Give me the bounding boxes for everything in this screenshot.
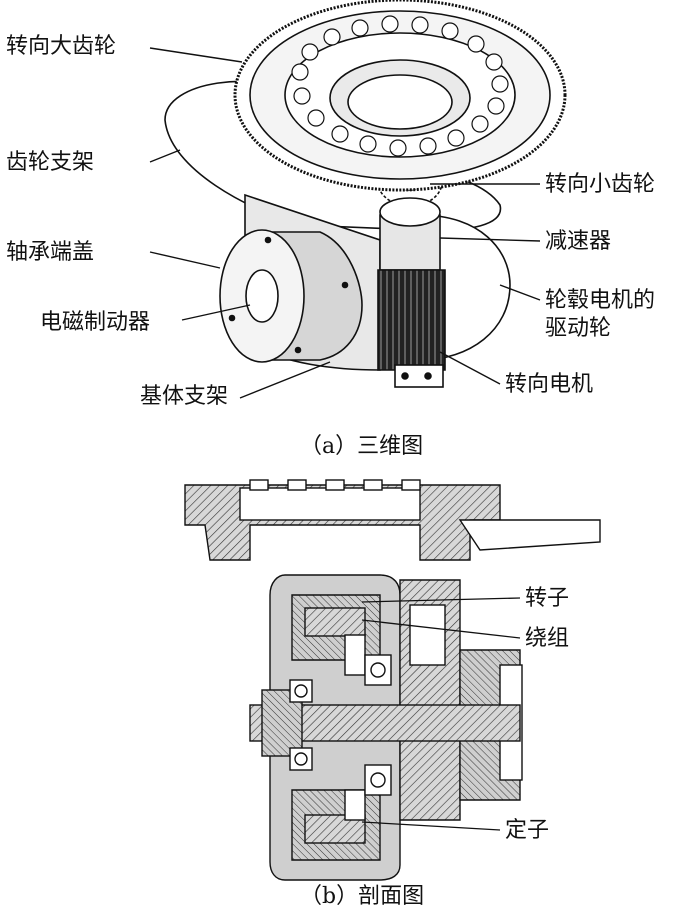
bearings <box>289 654 392 796</box>
label-base-bracket: 基体支架 <box>140 384 229 409</box>
caption-a: （a）三维图 <box>300 434 424 459</box>
label-stator: 定子 <box>505 818 550 843</box>
label-bearing-cover: 轴承端盖 <box>6 240 95 265</box>
caption-b: （b）剖面图 <box>300 884 425 909</box>
label-large-gear: 转向大齿轮 <box>6 34 117 59</box>
label-hub-wheel-line1: 轮毂电机的 <box>545 288 656 313</box>
label-em-brake: 电磁制动器 <box>40 310 151 335</box>
rotor-top <box>304 607 366 637</box>
cross-section-illustration <box>184 479 601 881</box>
label-reducer: 减速器 <box>545 229 612 254</box>
leader-lines <box>149 47 541 399</box>
label-hub-wheel-line2: 驱动轮 <box>545 316 612 341</box>
label-rotor: 转子 <box>525 586 570 611</box>
label-gear-bracket: 齿轮支架 <box>6 150 95 175</box>
winding-bottom <box>344 789 366 821</box>
winding-top <box>344 634 366 676</box>
motor-end-cap <box>394 364 444 388</box>
gear-bolts <box>291 15 509 157</box>
label-steering-motor: 转向电机 <box>505 372 594 397</box>
3d-view-illustration <box>149 0 567 399</box>
label-winding: 绕组 <box>525 626 570 651</box>
brake-bore <box>245 269 279 323</box>
label-small-gear: 转向小齿轮 <box>545 172 656 197</box>
steering-motor-body <box>377 269 446 371</box>
section-bracket-arm <box>458 519 601 551</box>
